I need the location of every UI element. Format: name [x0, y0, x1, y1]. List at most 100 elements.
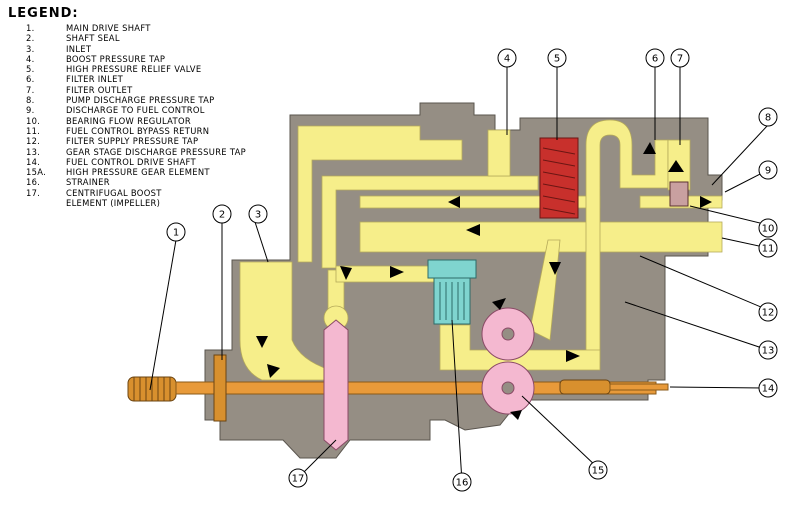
legend-item-text: STRAINER [66, 177, 110, 188]
legend-item-number: 4. [26, 53, 35, 64]
callout-4: 4 [497, 48, 517, 68]
callout-circle [758, 107, 778, 127]
callout-number: 4 [504, 54, 510, 65]
legend-item-text: HIGH PRESSURE RELIEF VALVE [66, 64, 202, 75]
legend-item-number: 17. [26, 187, 41, 198]
callout-circle [670, 48, 690, 68]
callout-circle [248, 204, 268, 224]
legend-item-number: 3. [26, 43, 35, 54]
legend-item: 4.BOOST PRESSURE TAP [6, 54, 306, 64]
callout-number: 11 [762, 244, 775, 255]
legend-item: 17. CENTRIFUGAL BOOST ELEMENT (IMPELLER) [6, 188, 306, 209]
callout-15: 15 [588, 460, 608, 480]
legend-item-number: 1. [26, 23, 35, 33]
legend-item: 13.GEAR STAGE DISCHARGE PRESSURE TAP [6, 147, 306, 157]
relief-valve-spring [542, 147, 576, 215]
legend-item-number: 6. [26, 74, 35, 85]
legend-item-text: PUMP DISCHARGE PRESSURE TAP [66, 95, 215, 106]
callout-number: 8 [765, 113, 771, 124]
boost-impeller [323, 319, 349, 451]
callout-6: 6 [645, 48, 665, 68]
strainer [427, 259, 477, 325]
callout-circle [645, 48, 665, 68]
legend-item-number: 9. [26, 105, 35, 116]
gear-element [481, 307, 535, 415]
legend-item: 6.FILTER INLET [6, 74, 306, 84]
callout-circle [758, 218, 778, 238]
bypass-return-duct [359, 221, 723, 253]
legend-item-text: FUEL CONTROL BYPASS RETURN [66, 125, 210, 136]
legend-item: 15a. HIGH PRESSURE GEAR ELEMENT [6, 167, 306, 177]
legend-item: 14. FUEL CONTROL DRIVE SHAFT [6, 157, 306, 167]
fuel-control-drive-shaft [559, 379, 669, 395]
callout-circle [758, 302, 778, 322]
callout-number: 14 [762, 384, 775, 395]
callout-number: 7 [677, 54, 683, 65]
shaft-seal [213, 354, 227, 422]
callout-circle [497, 48, 517, 68]
upper-duct [297, 125, 463, 263]
callout-8: 8 [758, 107, 778, 127]
callout-16: 16 [452, 472, 472, 492]
legend-item-number: 14. [26, 156, 41, 167]
callout-number: 12 [762, 308, 775, 319]
callout-number: 2 [219, 210, 225, 221]
callout-circle [166, 222, 186, 242]
legend-item-number: 11. [26, 125, 41, 136]
callout-number: 1 [173, 228, 179, 239]
legend-item: 12. FILTER SUPPLY PRESSURE TAP [6, 136, 306, 146]
legend-item: 10. BEARING FLOW REGULATOR [6, 116, 306, 126]
callout-number: 9 [765, 166, 771, 177]
callout-7: 7 [670, 48, 690, 68]
legend-item-number: 16. [26, 177, 41, 188]
callout-circle [758, 378, 778, 398]
callout-2: 2 [212, 204, 232, 224]
callout-number: 17 [292, 474, 305, 485]
callout-11: 11 [758, 238, 778, 258]
callout-17: 17 [288, 468, 308, 488]
callout-number: 6 [652, 54, 658, 65]
callout-circle [547, 48, 567, 68]
callout-3: 3 [248, 204, 268, 224]
legend-item-text: HIGH PRESSURE GEAR ELEMENT [66, 167, 210, 178]
boost-tap-duct [487, 129, 511, 177]
boost-duct [321, 175, 539, 269]
callout-12: 12 [758, 302, 778, 322]
legend-item-text: FILTER SUPPLY PRESSURE TAP [66, 136, 199, 147]
callout-number: 15 [592, 466, 605, 477]
legend-item-text: FUEL CONTROL DRIVE SHAFT [66, 156, 196, 167]
legend-item-number: 12. [26, 136, 41, 147]
callout-circle [288, 468, 308, 488]
legend-item-text: GEAR STAGE DISCHARGE PRESSURE TAP [66, 146, 247, 157]
legend-item: 11. FUEL CONTROL BYPASS RETURN [6, 126, 306, 136]
legend-item-text: INLET [66, 43, 92, 54]
legend-item-number: 10. [26, 115, 41, 126]
callout-1: 1 [166, 222, 186, 242]
callout-number: 5 [554, 54, 560, 65]
bearing-flow-regulator [669, 181, 689, 207]
legend-item-text: FILTER OUTLET [66, 84, 133, 95]
legend-item-number: 5. [26, 64, 35, 75]
legend-item: 8.PUMP DISCHARGE PRESSURE TAP [6, 95, 306, 105]
legend-item: 5. HIGH PRESSURE RELIEF VALVE [6, 64, 306, 74]
legend-item-text: CENTRIFUGAL BOOST ELEMENT (IMPELLER) [66, 187, 162, 209]
legend-item-text: SHAFT SEAL [66, 33, 120, 44]
legend-title: LEGEND: [8, 6, 79, 21]
callout-circle [588, 460, 608, 480]
legend-item-text: DISCHARGE TO FUEL CONTROL [66, 105, 205, 116]
legend-item: 2.SHAFT SEAL [6, 33, 306, 43]
gear-discharge [439, 324, 601, 371]
callout-5: 5 [547, 48, 567, 68]
legend-item-number: 15a. [26, 167, 47, 178]
legend-item: 3. INLET [6, 44, 306, 54]
callout-9: 9 [758, 160, 778, 180]
callout-number: 16 [456, 478, 469, 489]
legend-item: 7.FILTER OUTLET [6, 85, 306, 95]
legend-item-text: MAIN DRIVE SHAFT [66, 23, 151, 33]
callout-13: 13 [758, 340, 778, 360]
legend-item-text: BEARING FLOW REGULATOR [66, 115, 191, 126]
callout-circle [758, 238, 778, 258]
callout-circle [758, 340, 778, 360]
